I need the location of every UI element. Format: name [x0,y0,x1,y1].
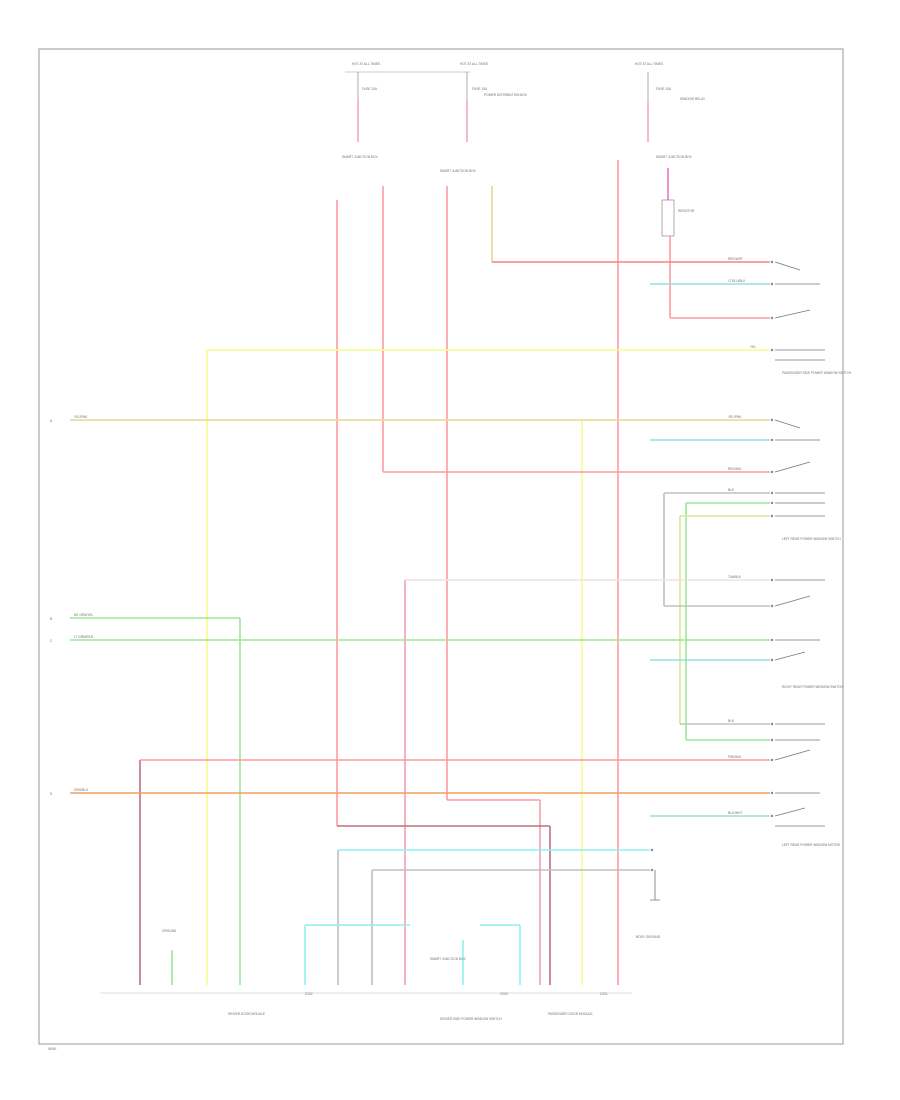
horizontal-wires [70,261,770,926]
right-wire-labels: RED/WHT LT BLU/BLK YEL YEL/PNK RED/BLK B… [728,257,756,815]
ref-a: A [50,419,53,423]
smart-junction-label-2: SMART JUNCTION BOX [440,169,477,173]
wire-label-red-blk: RED/BLK [728,467,743,471]
wire-label-pnk-blk: PNK/BLK [728,755,742,759]
wire-label-lt-blu: LT BLU/BLK [728,279,746,283]
smart-junction-label-4: SMART JUNCTION BOX [430,957,467,961]
wire-label-yel-pnk: YEL/PNK [74,415,88,419]
driver-switch-label: DRIVER SIDE POWER WINDOW SWITCH [440,1017,502,1021]
fuse-column-2: HOT AT ALL TIMES FUSE 10A POWER DISTRIBU… [440,62,528,173]
ref-c: C [50,639,53,643]
wire-label-tan-blk: TAN/BLK [728,575,742,579]
wire-label-lt-grn: LT GRN/RED [74,635,94,639]
wire-label-blk-2: BLK [728,719,735,723]
resistor-label: RESISTOR [678,209,695,213]
fuse-column-1: HOT AT ALL TIMES FUSE 10A SMART JUNCTION… [342,62,470,159]
body-ground-label: BODY GROUND [636,935,661,939]
wire-label-red-wht: RED/WHT [728,257,743,261]
switch-contacts [650,260,825,901]
resistor-box [661,199,675,237]
vertical-wires [139,160,687,985]
ref-d: D [50,792,53,796]
smart-junction-label-1: SMART JUNCTION BOX [342,155,379,159]
fuse-column-3: HOT AT ALL TIMES FUSE 10A WINDOW RELAY S… [635,62,706,237]
fuse-label-1: FUSE 10A [362,87,378,91]
passenger-switch-label: PASSENGER SIDE POWER WINDOW SWITCH [782,371,852,375]
smart-junction-label-3: SMART JUNCTION BOX [656,155,693,159]
driver-module-label: DRIVER DOOR MODULE [228,1012,265,1016]
fuse-label-2: FUSE 10A [472,87,488,91]
left-refs: A YEL/PNK B DK GRN/YEL C LT GRN/RED D OR… [50,415,94,796]
ref-b: B [50,617,52,621]
footer-id: W000 [48,1047,57,1051]
lr-motor-label: LEFT REAR POWER WINDOW MOTOR [782,843,841,847]
wire-label-org-blk: ORG/BLK [74,788,89,792]
window-relay-label: WINDOW RELAY [680,97,706,101]
wire-label-blk-1: BLK [728,488,735,492]
passenger-module-label: PASSENGER DOOR MODULE [548,1012,593,1016]
bottom-modules: DRIVER DOOR MODULE DRIVER SIDE POWER WIN… [100,929,632,1021]
power-dist-label: POWER DISTRIBUTION BOX [484,93,528,97]
diagram-frame [38,48,844,1045]
fuse-label-3: FUSE 10A [656,87,672,91]
component-labels: PASSENGER SIDE POWER WINDOW SWITCH LEFT … [636,371,852,939]
wire-label-dk-grn: DK GRN/YEL [74,613,94,617]
connector-c3: C203 [500,992,508,996]
wire-label-yel-pnk-r: YEL/PNK [728,415,742,419]
ground-label: GROUND [162,929,177,933]
lr-switch-label: LEFT REAR POWER WINDOW SWITCH [782,537,841,541]
wire-label-blu-wht: BLU/WHT [728,811,742,815]
wire-label-yel: YEL [750,345,756,349]
connector-c1: C201 [600,992,608,996]
hot-label-3: HOT AT ALL TIMES [635,62,663,66]
hot-label-2: HOT AT ALL TIMES [460,62,488,66]
hot-label-1: HOT AT ALL TIMES [352,62,380,66]
rr-switch-label: RIGHT REAR POWER WINDOW SWITCH [782,685,844,689]
connector-c2: C202 [305,992,313,996]
